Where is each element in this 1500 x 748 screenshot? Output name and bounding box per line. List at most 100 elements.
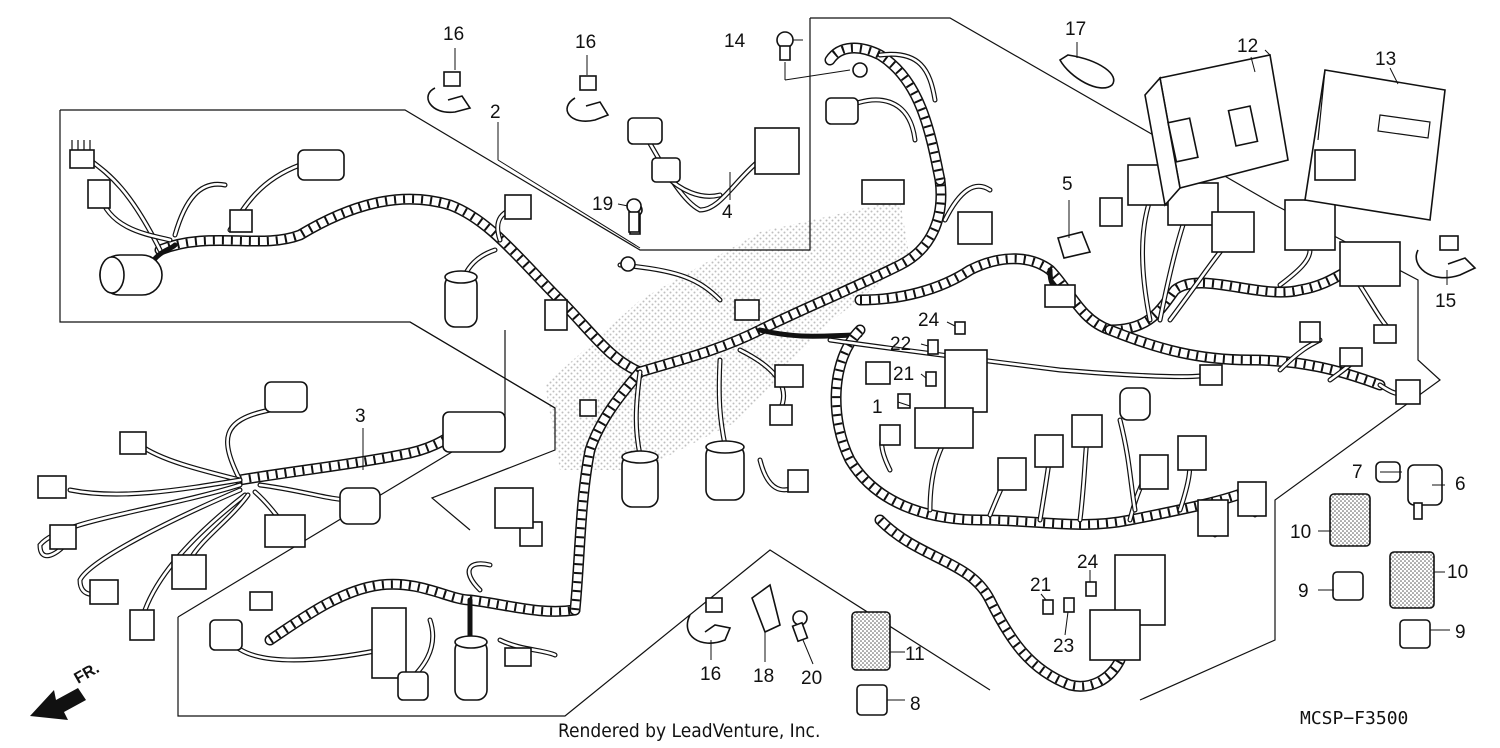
fuse <box>954 321 966 335</box>
fuse <box>1085 581 1097 597</box>
connector <box>1237 481 1267 517</box>
connector <box>504 194 532 220</box>
callout-7: 7 <box>1352 462 1363 483</box>
connector <box>1299 321 1321 343</box>
connector <box>264 381 308 413</box>
relay <box>856 684 888 716</box>
control-unit-13 <box>1304 69 1446 221</box>
connector <box>69 149 95 169</box>
fuse <box>1063 597 1075 613</box>
callout-16b: 16 <box>575 32 596 53</box>
connector <box>579 399 597 417</box>
callout-21b: 21 <box>1030 575 1051 596</box>
connector <box>209 619 243 651</box>
connector <box>997 457 1027 491</box>
connector <box>442 411 506 453</box>
connector <box>504 647 532 667</box>
connector <box>1284 199 1336 251</box>
connector <box>1197 499 1229 537</box>
direction-label: FR. <box>72 660 103 688</box>
connector <box>651 157 681 183</box>
frame-harness-3 <box>409 321 556 409</box>
harness-main <box>824 42 1421 692</box>
connector <box>397 671 429 701</box>
fuse-box <box>1089 609 1141 661</box>
condenser <box>454 639 488 701</box>
harness-center <box>494 174 947 616</box>
harness-clamp <box>686 614 732 644</box>
callout-3: 3 <box>355 406 366 427</box>
connector <box>264 514 306 548</box>
callout-23: 23 <box>1053 636 1074 657</box>
callout-15: 15 <box>1435 291 1456 312</box>
connector <box>1211 211 1255 253</box>
harness-4 <box>627 117 800 235</box>
harness-clamp <box>1415 249 1477 279</box>
frame-harness-3-lower <box>177 549 991 717</box>
connector <box>879 424 901 446</box>
frame-harness-2 <box>60 18 811 251</box>
connector <box>339 487 381 525</box>
connector <box>1199 364 1223 386</box>
callout-20: 20 <box>801 668 822 689</box>
frame-main-harness <box>810 17 1441 701</box>
connector <box>1339 241 1401 287</box>
callout-17: 17 <box>1065 19 1086 40</box>
connector <box>754 127 800 175</box>
connector <box>249 591 273 611</box>
relay <box>851 611 891 671</box>
connector <box>494 487 534 529</box>
connector <box>734 299 760 321</box>
harness-clamp <box>566 97 610 122</box>
diagram-code: MCSP−F3500 <box>1300 708 1408 729</box>
ground-eyelet <box>620 256 636 272</box>
callout-13: 13 <box>1375 49 1396 70</box>
callout-19: 19 <box>592 194 613 215</box>
connector <box>1044 284 1076 308</box>
relay <box>1389 551 1435 609</box>
harness-2 <box>69 140 646 378</box>
connector <box>119 431 147 455</box>
connector <box>37 475 67 499</box>
connector <box>1119 387 1151 421</box>
fuse <box>925 371 937 387</box>
connector <box>89 579 119 605</box>
connector <box>1034 434 1064 468</box>
callout-2: 2 <box>490 102 501 123</box>
harness-3 <box>37 381 506 641</box>
relay <box>1399 619 1431 649</box>
connector <box>87 179 111 209</box>
control-unit-12 <box>1144 54 1289 207</box>
connector <box>774 364 804 388</box>
connector <box>1071 414 1103 448</box>
connector <box>49 524 77 550</box>
callout-16a: 16 <box>443 24 464 45</box>
callout-18: 18 <box>753 666 774 687</box>
connector <box>297 149 345 181</box>
harness-holder <box>751 583 781 634</box>
fuse <box>1042 599 1054 615</box>
connector <box>825 97 859 125</box>
callout-1: 1 <box>872 397 883 418</box>
callout-6: 6 <box>1455 474 1466 495</box>
relay <box>1332 571 1364 601</box>
loose-parts <box>427 31 1477 716</box>
front-direction-arrow: FR. <box>30 660 102 720</box>
connector <box>1177 435 1207 471</box>
relay-block <box>914 407 974 449</box>
connector <box>769 404 793 426</box>
callout-9b: 9 <box>1455 622 1466 643</box>
connector <box>1373 324 1397 344</box>
connector <box>229 209 253 233</box>
callout-24b: 24 <box>1077 552 1099 573</box>
connector <box>129 609 155 641</box>
connector <box>1139 454 1169 490</box>
callout-16c: 16 <box>700 664 721 685</box>
callout-22: 22 <box>890 334 911 355</box>
connector <box>861 179 905 205</box>
callout-9a: 9 <box>1298 581 1309 602</box>
callout-5: 5 <box>1062 174 1073 195</box>
harness-band <box>1058 54 1115 89</box>
callout-12: 12 <box>1237 36 1258 57</box>
